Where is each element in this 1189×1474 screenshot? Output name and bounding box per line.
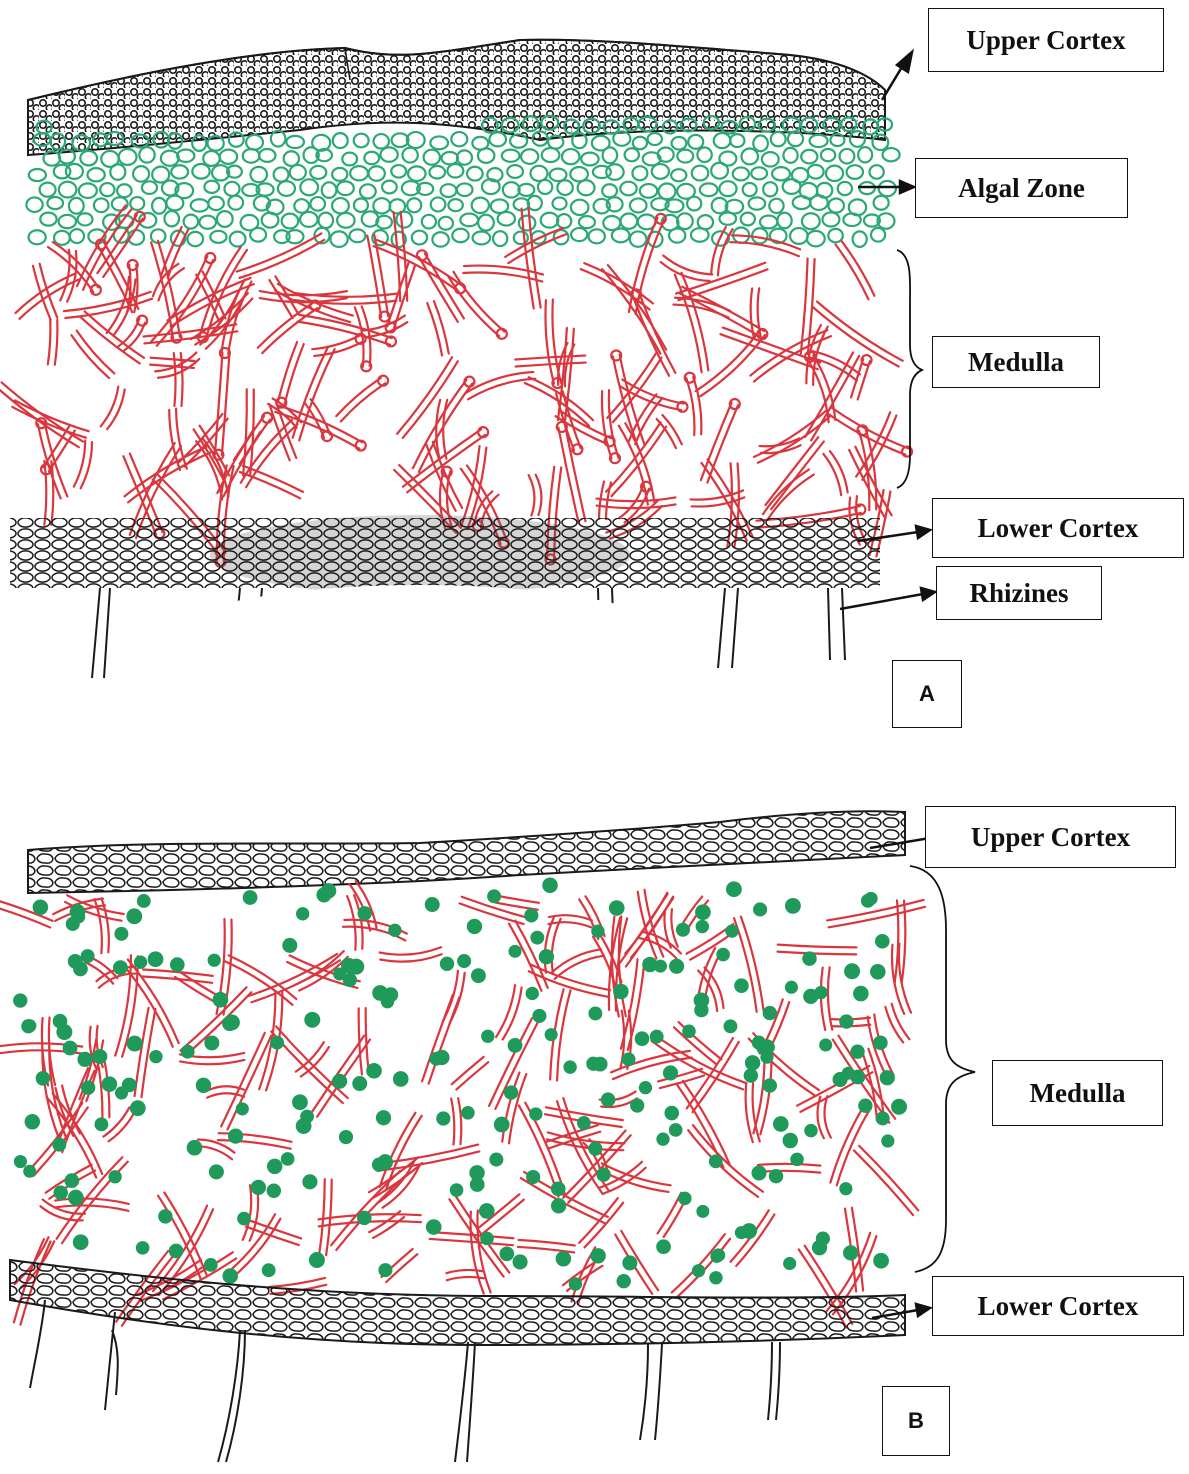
- panel-b-lower-cortex-layer: [10, 1260, 905, 1345]
- panel-b-drawing: [0, 811, 925, 1462]
- panel-b-upper-cortex-layer: [28, 811, 905, 893]
- panel-b-algal-cells: [13, 877, 907, 1290]
- panel-a-algal-zone-label: Algal Zone: [915, 158, 1128, 218]
- panel-a-lower-cortex-label: Lower Cortex: [932, 498, 1184, 558]
- panel-a-rhizines-label: Rhizines: [936, 566, 1102, 620]
- panel-b-medulla-bracket: [910, 866, 975, 1272]
- panel-a-medulla-hyphae: [0, 206, 912, 567]
- panel-a-upper-cortex-label: Upper Cortex: [928, 8, 1164, 72]
- panel-a-lower-cortex-layer: [10, 518, 880, 588]
- panel-a-drawing: [0, 40, 912, 695]
- panel-a-tag: A: [892, 660, 962, 728]
- panel-b-lower-cortex-label: Lower Cortex: [932, 1276, 1184, 1336]
- panel-b-medulla-label: Medulla: [992, 1060, 1163, 1126]
- panel-a-medulla-label: Medulla: [932, 336, 1100, 388]
- panel-b-tag: B: [882, 1386, 950, 1456]
- panel-b-upper-cortex-label: Upper Cortex: [925, 806, 1176, 868]
